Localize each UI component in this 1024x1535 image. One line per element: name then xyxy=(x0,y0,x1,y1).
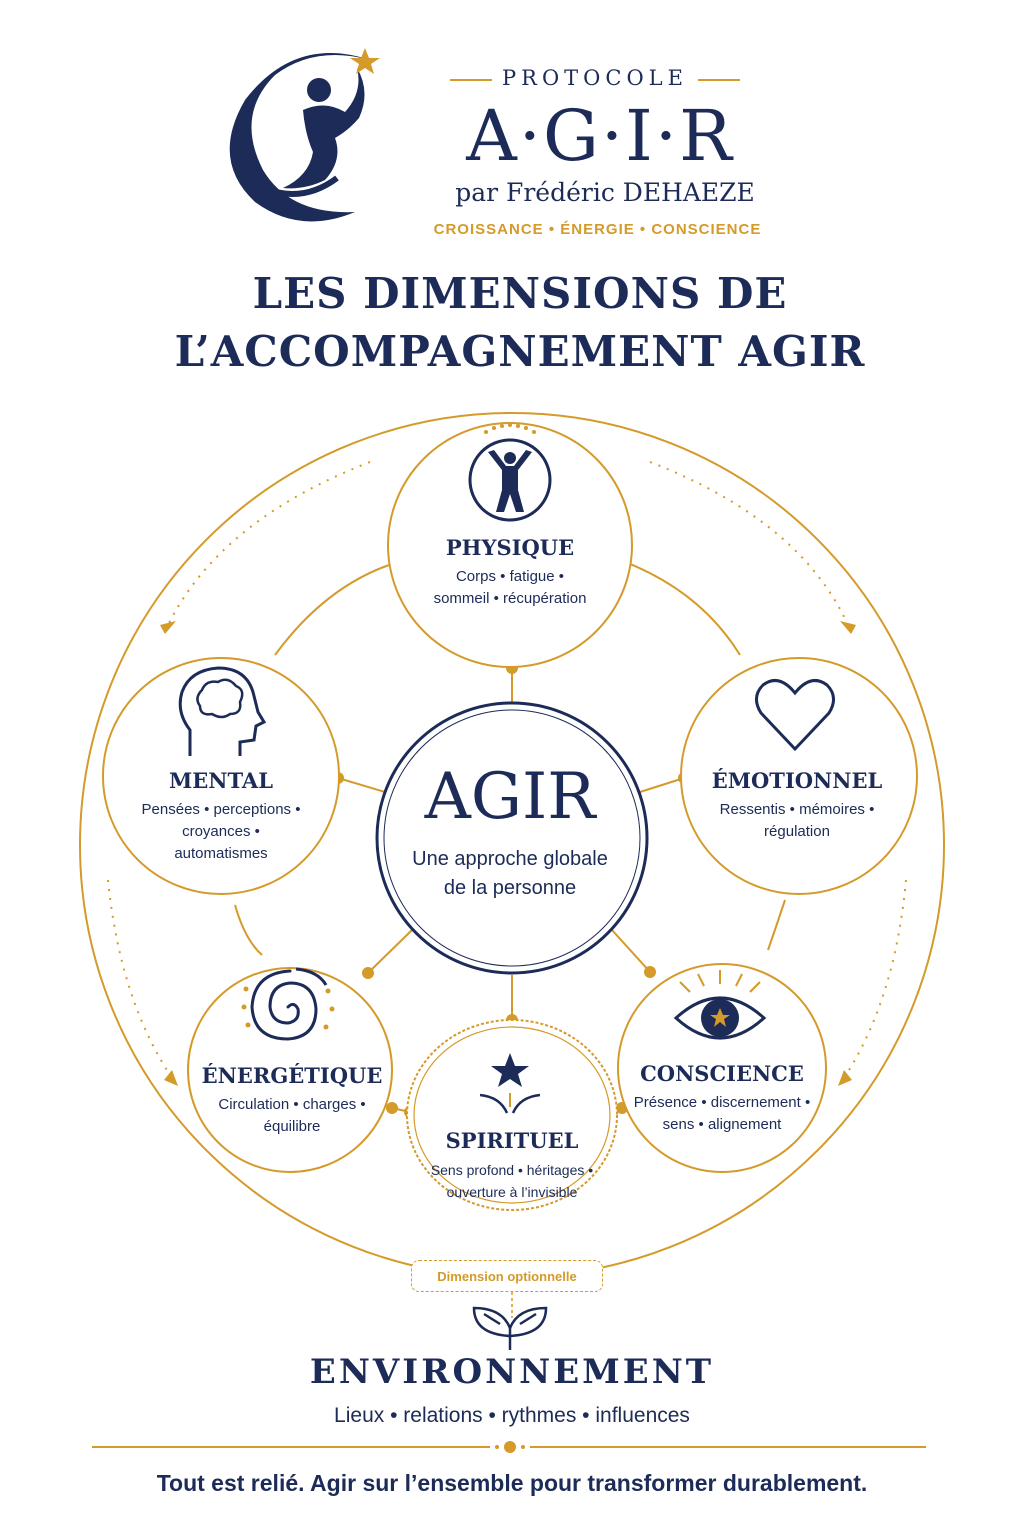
title-line-1: LES DIMENSIONS DE xyxy=(252,269,788,318)
spoke-conscience xyxy=(611,929,651,973)
arrow-bottom-right xyxy=(843,879,907,1079)
heart-icon xyxy=(755,679,835,752)
dimension-conscience: CONSCIENCE Présence • discernement • sen… xyxy=(618,1061,826,1136)
connector-top-right xyxy=(619,559,741,656)
environment-title: ENVIRONNEMENT xyxy=(309,1352,715,1392)
dimension-desc-line: Circulation • charges • xyxy=(218,1096,366,1113)
title-line-2: L’ACCOMPAGNEMENT AGIR xyxy=(174,327,866,376)
head-brain-icon xyxy=(178,666,267,756)
star-rays-icon xyxy=(479,1053,541,1114)
person-arms-up-icon xyxy=(468,423,552,522)
center-desc-line-2: de la personne xyxy=(443,877,577,899)
center-title: AGIR xyxy=(424,760,596,834)
brand-name: A·G·I·R xyxy=(466,95,734,177)
arrow-top-right xyxy=(649,461,849,626)
center-description: Une approche globale de la personne xyxy=(385,845,635,903)
dimension-label: ÉNERGÉTIQUE xyxy=(201,1063,383,1088)
connector-left xyxy=(234,904,263,956)
leaves-icon xyxy=(472,1306,548,1350)
dimension-physique: PHYSIQUE Corps • fatigue • sommeil • réc… xyxy=(400,535,620,610)
brand-author: par Frédéric DEHAEZE xyxy=(455,178,755,207)
dimension-desc-line: régulation xyxy=(764,823,830,840)
arrow-bottom-left xyxy=(107,879,173,1079)
dimension-label: CONSCIENCE xyxy=(640,1061,804,1086)
brand-tagline: CROISSANCE • ÉNERGIE • CONSCIENCE xyxy=(433,221,762,238)
dimension-desc-line: ouverture à l’invisible xyxy=(446,1184,578,1200)
dimension-label: ÉMOTIONNEL xyxy=(711,768,883,793)
dimension-desc-line: Corps • fatigue • xyxy=(455,568,565,585)
dimension-spirituel: SPIRITUEL Sens profond • héritages • ouv… xyxy=(412,1128,612,1203)
connector-right xyxy=(767,899,786,951)
eye-star-icon xyxy=(673,970,767,1040)
dimension-desc-line: croyances • xyxy=(182,823,260,840)
spoke-emotionnel xyxy=(639,777,685,793)
dimension-emotionnel: ÉMOTIONNEL Ressentis • mémoires • régula… xyxy=(687,768,907,843)
dimension-desc-line: équilibre xyxy=(263,1118,321,1135)
circle-center xyxy=(375,701,649,975)
dimension-energetique: ÉNERGÉTIQUE Circulation • charges • équi… xyxy=(190,1063,394,1138)
spiral-icon xyxy=(241,967,335,1041)
brand-protocole: PROTOCOLE xyxy=(440,66,750,90)
spoke-mental xyxy=(337,777,386,793)
footer-tagline: Tout est relié. Agir sur l’ensemble pour… xyxy=(156,1470,868,1496)
dimension-label: PHYSIQUE xyxy=(445,535,575,560)
dimension-label: SPIRITUEL xyxy=(445,1128,579,1153)
dimension-desc-line: sens • alignement xyxy=(662,1116,782,1133)
dimension-desc-line: Pensées • perceptions • xyxy=(141,801,301,818)
center-desc-line-1: Une approche globale xyxy=(412,848,608,870)
dimension-desc-line: Présence • discernement • xyxy=(633,1094,811,1111)
spoke-energetique-spirituel xyxy=(391,1107,411,1113)
connector-top-left xyxy=(274,559,406,656)
dimension-desc-line: automatismes xyxy=(174,845,268,862)
dimension-mental: MENTAL Pensées • perceptions • croyances… xyxy=(111,768,331,865)
dimension-desc-line: sommeil • récupération xyxy=(433,590,587,607)
page-title: LES DIMENSIONS DE L’ACCOMPAGNEMENT AGIR xyxy=(100,265,940,381)
dimension-label: MENTAL xyxy=(169,768,273,793)
dimension-desc-line: Ressentis • mémoires • xyxy=(719,801,875,818)
arrow-top-left xyxy=(167,461,371,626)
optional-dimension-badge: Dimension optionnelle xyxy=(411,1260,603,1292)
dimension-desc-line: Sens profond • héritages • xyxy=(430,1162,594,1178)
spoke-energetique xyxy=(367,929,413,974)
environment-description: Lieux • relations • rythmes • influences xyxy=(334,1404,690,1427)
person-moon-star-logo xyxy=(229,48,380,222)
